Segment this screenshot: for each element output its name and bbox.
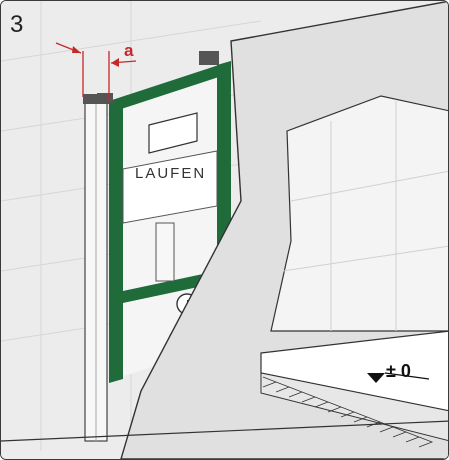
step-number: 3 (10, 11, 24, 38)
brand-label: LAUFEN (135, 165, 207, 182)
installation-frame (97, 51, 231, 383)
dimension-label: a (124, 41, 134, 60)
floor-line (1, 420, 448, 442)
support-profile (83, 94, 111, 442)
level-label: ± 0 (386, 361, 411, 381)
level-marker-icon (367, 373, 385, 383)
dimension-marker (55, 42, 137, 101)
